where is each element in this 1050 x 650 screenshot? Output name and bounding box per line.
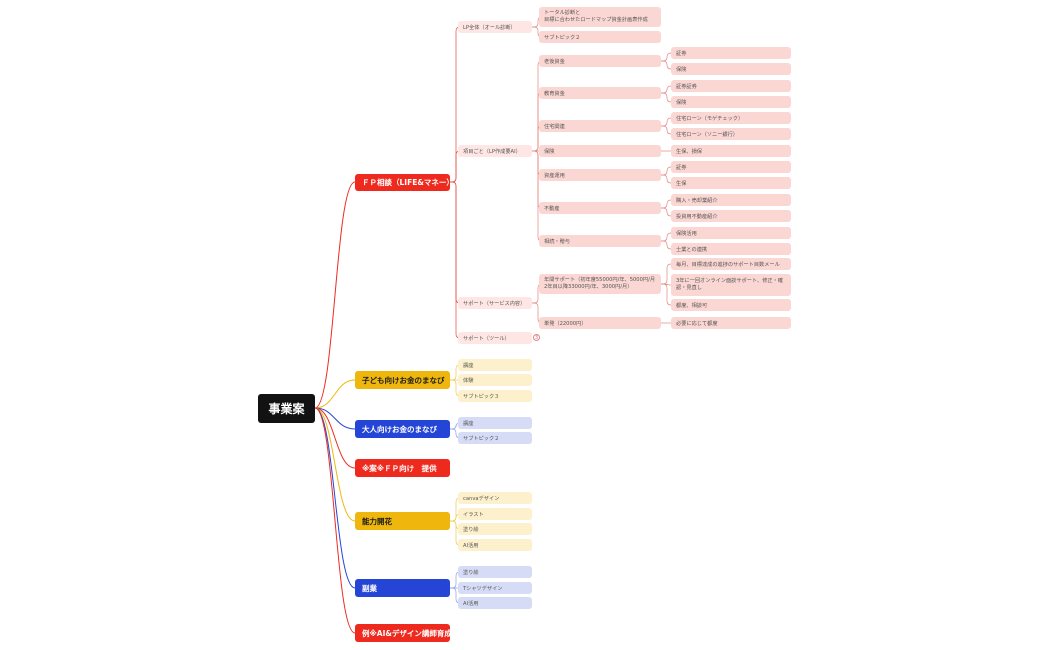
- connector-line: [314, 407, 356, 430]
- leaf-realestate-2[interactable]: 投資用不動産紹介: [671, 210, 791, 222]
- connector-line: [661, 60, 672, 70]
- leaf-education-2[interactable]: 保険: [671, 96, 791, 108]
- connector-line: [532, 150, 543, 242]
- branch-kids-money-learning[interactable]: 子ども向けお金のまなび: [355, 371, 450, 389]
- node-lp-subtopic2[interactable]: サブトピック２: [539, 31, 661, 43]
- leaf-kids-3[interactable]: サブトピック３: [458, 390, 532, 402]
- node-oneoff-support[interactable]: 単発（22000円）: [539, 317, 661, 329]
- root-node[interactable]: 事業案: [258, 394, 315, 423]
- node-lp-overall[interactable]: LP全体（オール診断）: [458, 21, 532, 33]
- connector-line: [661, 92, 672, 103]
- leaf-retirement-1[interactable]: 証券: [671, 47, 791, 59]
- connector-line: [661, 283, 672, 306]
- connector-line: [661, 232, 672, 242]
- node-annual-support[interactable]: 年間サポート（初年度55000円/年、5000円/月 2年目以降33000円/年…: [539, 274, 661, 294]
- node-education[interactable]: 教育資金: [539, 87, 661, 99]
- leaf-inheritance-2[interactable]: 士業との連携: [671, 243, 791, 255]
- leaf-housing-2[interactable]: 住宅ローン（ソニー銀行）: [671, 128, 791, 140]
- leaf-annual-1[interactable]: 毎月、目標達成の進捗のサポート目数メール: [671, 258, 791, 270]
- leaf-inheritance-1[interactable]: 保険活用: [671, 227, 791, 239]
- connector-line: [661, 207, 672, 217]
- branch-ai-design[interactable]: 例※AI&デザイン講師育成: [355, 624, 450, 642]
- leaf-asset-2[interactable]: 生保: [671, 177, 791, 189]
- leaf-annual-2[interactable]: 3年に一回オンライン面談サポート、修正・確認・見直し: [671, 274, 791, 296]
- node-insurance[interactable]: 保険: [539, 145, 661, 157]
- node-support-tool[interactable]: サポート（ツール）: [458, 332, 532, 344]
- connector-line: [661, 174, 672, 184]
- node-category[interactable]: 項目ごと（LP作成要AI）: [458, 145, 532, 157]
- connector-line: [450, 181, 461, 304]
- branch-fp-consultation[interactable]: ＦＰ相談（LIFE&マネー）: [355, 174, 450, 191]
- leaf-ability-3[interactable]: 塗り絵: [458, 523, 532, 535]
- branch-ability[interactable]: 能力開花: [355, 512, 450, 530]
- leaf-side-2[interactable]: Tシャツデザイン: [458, 582, 532, 594]
- connector-line: [450, 26, 461, 183]
- node-inheritance[interactable]: 相続・贈与: [539, 235, 661, 247]
- connector-line: [661, 52, 672, 62]
- node-housing[interactable]: 住宅関連: [539, 120, 661, 132]
- leaf-kids-2[interactable]: 体験: [458, 374, 532, 386]
- connector-line: [314, 407, 356, 589]
- connector-line: [532, 60, 543, 152]
- node-support-service[interactable]: サポート（サービス内容）: [458, 297, 532, 309]
- leaf-annual-3[interactable]: 都度、相談可: [671, 299, 791, 311]
- leaf-asset-1[interactable]: 証券: [671, 161, 791, 173]
- branch-adults-money-learning[interactable]: 大人向けお金のまなび: [355, 420, 450, 438]
- connector-line: [661, 125, 672, 135]
- branch-fp-provide[interactable]: ※案※ＦＰ向け 提供: [355, 459, 450, 477]
- leaf-ability-1[interactable]: canvaデザイン: [458, 492, 532, 504]
- node-asset[interactable]: 資産運用: [539, 169, 661, 181]
- collapsed-count-badge[interactable]: 3: [533, 334, 540, 341]
- connector-line: [450, 181, 461, 339]
- connector-line: [661, 117, 672, 127]
- connector-line: [661, 166, 672, 176]
- connector-line: [661, 85, 672, 94]
- node-retirement[interactable]: 老後資金: [539, 55, 661, 67]
- node-total-diagnosis[interactable]: トータル診断と 目標に合わせたロードマップ資金計画表作成: [539, 7, 661, 27]
- connector-line: [661, 263, 672, 285]
- connector-line: [661, 199, 672, 209]
- leaf-insurance-1[interactable]: 生保、損保: [671, 145, 791, 157]
- leaf-ability-4[interactable]: AI活用: [458, 539, 532, 551]
- connector-line: [314, 407, 356, 469]
- connector-line: [314, 407, 356, 634]
- node-realestate[interactable]: 不動産: [539, 202, 661, 214]
- leaf-kids-1[interactable]: 講座: [458, 359, 532, 371]
- leaf-side-3[interactable]: AI活用: [458, 597, 532, 609]
- connector-line: [314, 379, 356, 409]
- leaf-oneoff-1[interactable]: 必要に応じて都度: [671, 317, 791, 329]
- leaf-ability-2[interactable]: イラスト: [458, 508, 532, 520]
- connector-line: [314, 407, 356, 522]
- leaf-adults-2[interactable]: サブトピック２: [458, 432, 532, 444]
- leaf-side-1[interactable]: 塗り絵: [458, 566, 532, 578]
- connector-line: [314, 181, 356, 409]
- leaf-housing-1[interactable]: 住宅ローン（モゲチェック）: [671, 112, 791, 124]
- leaf-realestate-1[interactable]: 購入・売却業紹介: [671, 194, 791, 206]
- connector-line: [661, 240, 672, 250]
- branch-side-business[interactable]: 副業: [355, 579, 450, 597]
- leaf-adults-1[interactable]: 講座: [458, 417, 532, 429]
- leaf-education-1[interactable]: 証券証券: [671, 80, 791, 92]
- leaf-retirement-2[interactable]: 保険: [671, 63, 791, 75]
